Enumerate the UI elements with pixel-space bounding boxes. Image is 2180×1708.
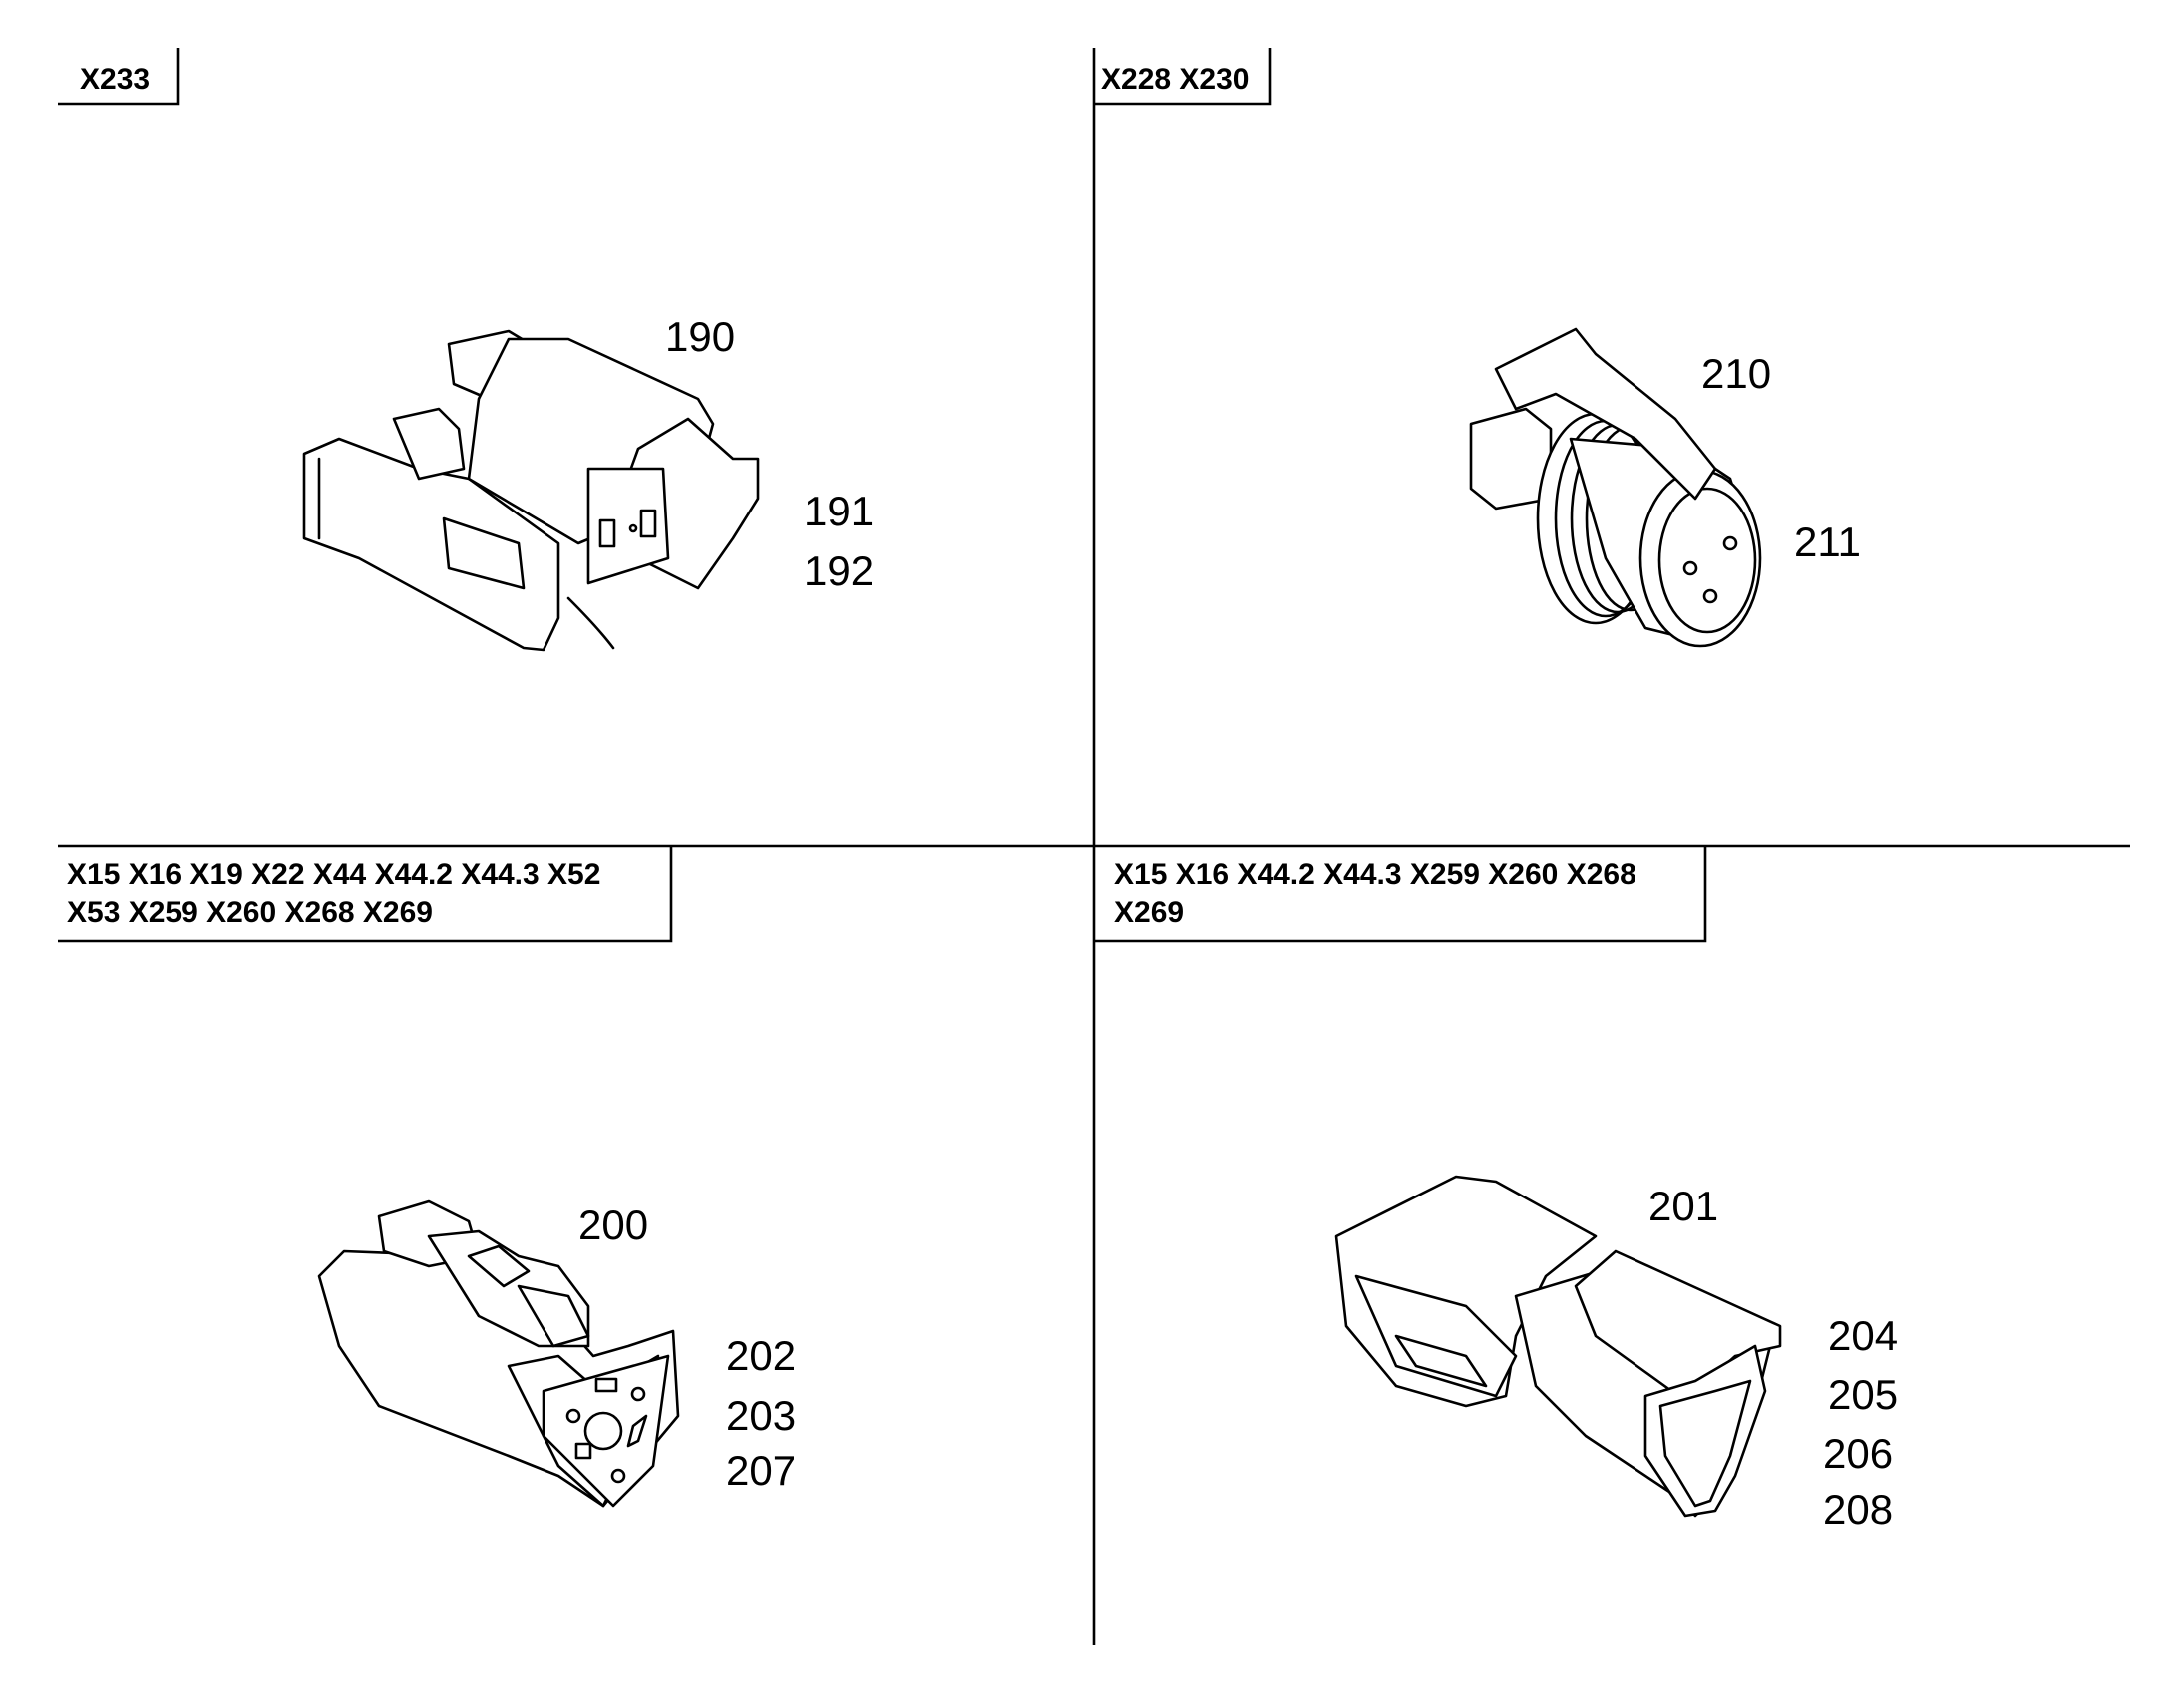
callout-192: 192 bbox=[804, 547, 875, 594]
callout-203: 203 bbox=[726, 1392, 797, 1439]
connector-tag: X228 X230 bbox=[1101, 63, 1250, 96]
callout-210: 210 bbox=[1701, 350, 1772, 397]
callout-200: 200 bbox=[578, 1201, 649, 1248]
connector-201-drawing bbox=[1334, 1175, 1782, 1518]
connector-tag-line-2: X53 X259 X260 X268 X269 bbox=[67, 896, 433, 929]
callout-204: 204 bbox=[1828, 1312, 1899, 1359]
callout-207: 207 bbox=[726, 1447, 797, 1494]
tag-box-x233 bbox=[58, 48, 180, 106]
callout-201: 201 bbox=[1648, 1183, 1719, 1229]
callout-191: 191 bbox=[804, 488, 875, 534]
callout-205: 205 bbox=[1828, 1371, 1899, 1418]
connector-tag-line-1: X15 X16 X19 X22 X44 X44.2 X44.3 X52 bbox=[67, 858, 601, 891]
connector-tag-line-1: X15 X16 X44.2 X44.3 X259 X260 X268 bbox=[1114, 858, 1636, 891]
tag-box-bottom-right bbox=[1094, 846, 1707, 943]
connector-tag: X233 bbox=[80, 63, 151, 96]
connector-190-drawing bbox=[302, 329, 760, 652]
callout-208: 208 bbox=[1823, 1486, 1894, 1533]
callout-211: 211 bbox=[1794, 518, 1861, 565]
callout-202: 202 bbox=[726, 1332, 797, 1379]
connector-tag-line-2: X269 bbox=[1114, 896, 1185, 929]
callout-190: 190 bbox=[665, 313, 736, 360]
connector-210-drawing bbox=[1469, 327, 1762, 648]
connector-200-drawing bbox=[317, 1199, 680, 1508]
tag-box-bottom-left bbox=[58, 846, 673, 943]
callout-206: 206 bbox=[1823, 1430, 1894, 1477]
tag-box-x228 bbox=[1094, 48, 1272, 106]
